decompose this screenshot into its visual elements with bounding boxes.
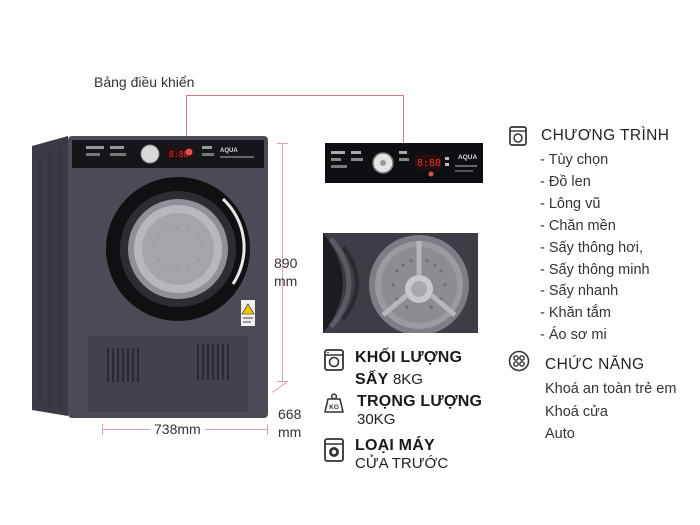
program-icon — [508, 125, 528, 147]
height-unit: mm — [274, 273, 298, 289]
width-dimension-tick-left — [102, 424, 103, 435]
callout-line-left — [186, 95, 187, 157]
depth-dimension: 668 mm — [278, 405, 301, 441]
weight-icon: KG — [323, 392, 345, 414]
height-dimension-tick-bottom — [277, 381, 288, 382]
callout-line-right — [403, 95, 404, 143]
program-item: - Khăn tắm — [540, 305, 611, 322]
svg-text:AQUA: AQUA — [220, 148, 238, 154]
dry-capacity-value: 8KG — [392, 371, 423, 388]
svg-text:8:88: 8:88 — [169, 150, 188, 159]
control-panel-label: Bảng điều khiển — [94, 74, 195, 90]
washing-machine-icon — [322, 348, 346, 372]
weight-label: TRỌNG LƯỢNG — [357, 393, 483, 410]
program-item: - Áo sơ mi — [540, 327, 607, 344]
functions-title: CHỨC NĂNG — [545, 356, 645, 373]
machine-type-label: LOẠI MÁY — [355, 437, 435, 454]
width-dimension-tick-right — [267, 424, 268, 435]
front-load-icon — [322, 437, 346, 463]
program-item: - Sấy thông minh — [540, 261, 650, 278]
function-settings-icon — [507, 349, 531, 373]
machine-type-value: CỬA TRƯỚC — [355, 455, 449, 472]
dry-capacity-label: KHỐI LƯỢNG — [355, 349, 463, 366]
dry-capacity-label-2: SẤY — [355, 371, 389, 388]
program-item: - Sấy nhanh — [540, 283, 619, 300]
program-item: - Lông vũ — [540, 195, 601, 212]
dryer-illustration: 8:88 AQUA — [28, 134, 272, 424]
program-item: - Sấy thông hơi, — [540, 239, 644, 256]
height-dimension: 890 mm — [274, 254, 297, 290]
brand-logo: AQUA — [458, 154, 477, 161]
functions-list: Khoá an toàn trẻ em Khoá cửa Auto — [545, 378, 676, 446]
programs-list: - Tùy chọn - Đồ len - Lông vũ - Chăn mền… — [540, 150, 650, 347]
function-item: Khoá cửa — [545, 403, 608, 420]
programs-title: CHƯƠNG TRÌNH — [541, 127, 670, 144]
weight-value: 30KG — [357, 411, 396, 428]
program-item: - Tùy chọn — [540, 152, 609, 168]
program-item: - Chăn mền — [540, 217, 616, 234]
function-item: Auto — [545, 426, 575, 442]
width-dimension-value: 738mm — [150, 421, 205, 437]
height-dimension-line — [282, 143, 283, 381]
control-panel-closeup: 8:88 AQUA — [325, 143, 483, 183]
program-item: - Đồ len — [540, 173, 591, 190]
svg-text:8:88: 8:88 — [417, 158, 441, 169]
drum-closeup — [323, 233, 478, 335]
height-dimension-tick-top — [277, 143, 288, 144]
height-value: 890 — [274, 255, 298, 271]
depth-value: 668 — [278, 406, 302, 422]
depth-unit: mm — [278, 424, 302, 440]
dry-capacity-row: SẤY 8KG — [355, 371, 423, 389]
function-item: Khoá an toàn trẻ em — [545, 381, 677, 397]
callout-line-top — [186, 95, 404, 96]
weight-icon-text: KG — [329, 404, 339, 411]
depth-dimension-line — [271, 381, 288, 393]
